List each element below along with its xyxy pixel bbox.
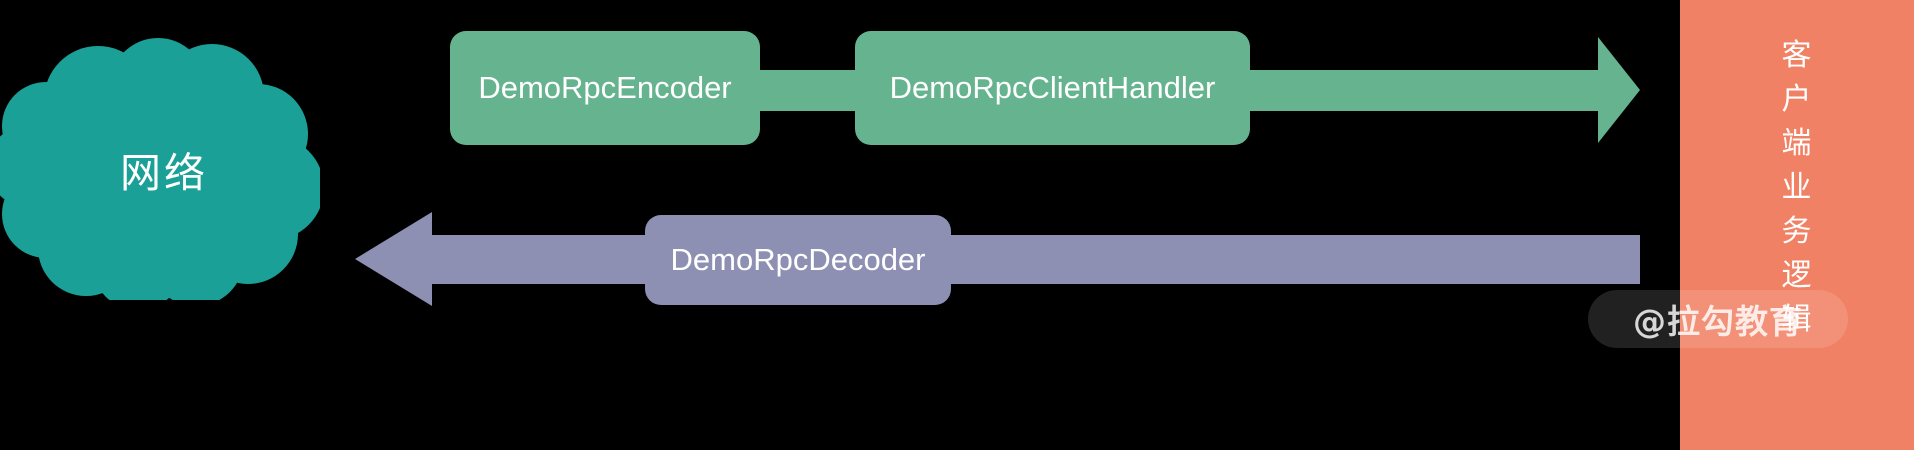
pipeline-box-label: DemoRpcClientHandler: [889, 70, 1216, 105]
pipeline-box-label: DemoRpcDecoder: [670, 242, 926, 277]
pipeline-box-demorpcclienthandler[interactable]: DemoRpcClientHandler: [855, 31, 1250, 145]
panel-char: 业: [1781, 170, 1813, 205]
panel-char: 逻: [1781, 258, 1813, 293]
client-business-logic-panel: 客 户 端 业 务 逻 辑: [1680, 0, 1914, 450]
client-business-logic-label: 客 户 端 业 务 逻 辑: [1680, 34, 1914, 342]
cloud-shape: [0, 38, 320, 300]
panel-char: 辑: [1781, 302, 1813, 337]
panel-char: 务: [1781, 214, 1813, 249]
panel-char: 客: [1781, 38, 1813, 73]
pipeline-box-label: DemoRpcEncoder: [478, 70, 732, 105]
inbound-arrow: [355, 212, 1640, 306]
panel-char: 端: [1781, 126, 1813, 161]
pipeline-box-demorpcencoder[interactable]: DemoRpcEncoder: [450, 31, 760, 145]
panel-char: 户: [1781, 82, 1813, 117]
pipeline-box-demorpcdecoder[interactable]: DemoRpcDecoder: [645, 215, 951, 305]
